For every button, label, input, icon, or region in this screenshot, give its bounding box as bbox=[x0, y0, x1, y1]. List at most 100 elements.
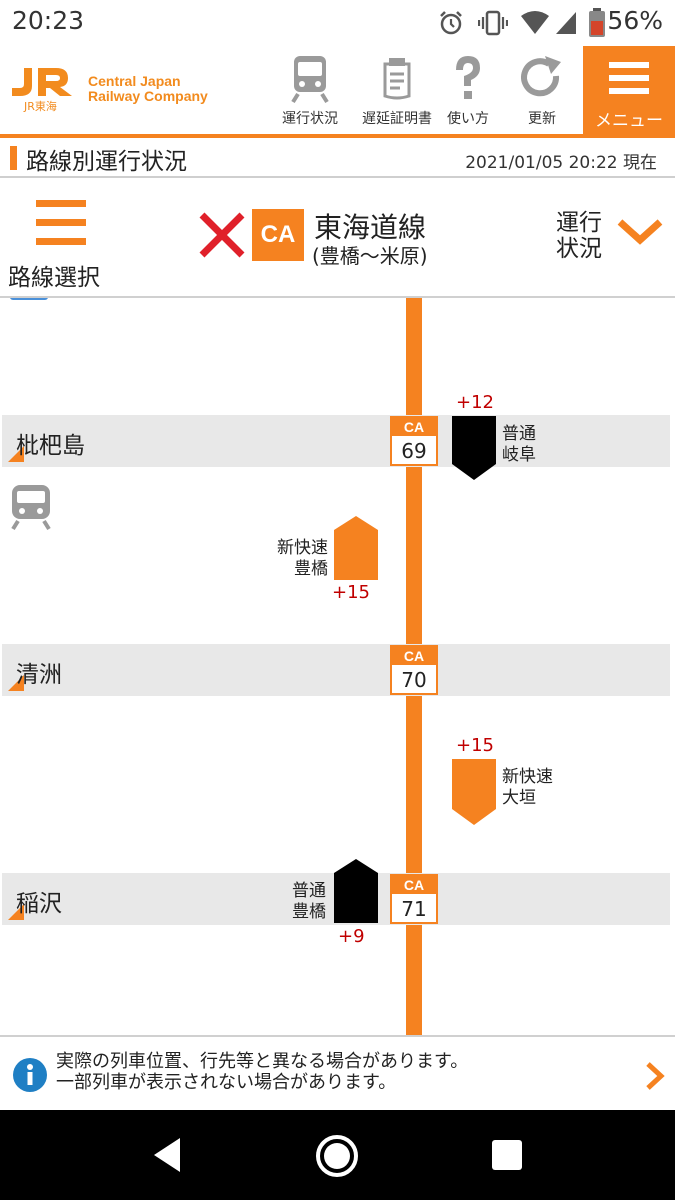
menu-button[interactable]: メニュー bbox=[583, 46, 675, 134]
vibrate-icon bbox=[478, 10, 508, 36]
station-number-badge: CA 70 bbox=[390, 645, 438, 695]
train-icon bbox=[291, 56, 329, 104]
train-marker-up bbox=[334, 516, 378, 580]
station-name: 枇杷島 bbox=[16, 433, 85, 459]
train-type: 新快速 bbox=[277, 538, 328, 558]
operation-status-label: 運行状況 bbox=[282, 111, 338, 127]
status-label-line2: 状況 bbox=[556, 236, 602, 262]
station-row-kiyosu[interactable] bbox=[2, 644, 670, 696]
station-name: 清洲 bbox=[16, 662, 62, 688]
alarm-icon bbox=[440, 11, 462, 35]
delay-minutes: +15 bbox=[332, 582, 370, 603]
jr-central-logo[interactable]: JR東海 bbox=[10, 64, 80, 113]
menu-label: メニュー bbox=[595, 111, 663, 131]
station-line-code: CA bbox=[392, 647, 436, 665]
refresh-button[interactable]: 更新 bbox=[504, 46, 580, 134]
info-icon bbox=[13, 1058, 47, 1092]
train-shinkaisoku-toyohashi[interactable]: 新快速 豊橋 +15 bbox=[262, 514, 382, 606]
help-button[interactable]: 使い方 bbox=[430, 46, 506, 134]
train-shinkaisoku-ogaki[interactable]: +15 新快速 大垣 bbox=[448, 735, 568, 831]
train-type: 新快速 bbox=[502, 767, 553, 787]
help-label: 使い方 bbox=[447, 111, 489, 127]
chevron-right-icon bbox=[646, 1062, 665, 1090]
company-name-line1: Central Japan bbox=[88, 73, 181, 89]
title-bar: 路線別運行状況 2021/01/05 20:22 現在 bbox=[0, 138, 675, 178]
station-row-biwajima[interactable] bbox=[2, 415, 670, 467]
train-destination: 豊橋 bbox=[294, 559, 328, 579]
chevron-down-icon bbox=[617, 219, 663, 245]
station-number: 70 bbox=[401, 668, 427, 692]
notice-text: 実際の列車位置、行先等と異なる場合があります。 一部列車が表示されない場合があり… bbox=[56, 1051, 468, 1093]
station-marker bbox=[8, 446, 24, 462]
clock: 20:23 bbox=[12, 6, 85, 35]
line-name: 東海道線 bbox=[314, 211, 427, 244]
train-futsu-gifu[interactable]: +12 普通 岐阜 bbox=[448, 390, 548, 486]
notice-line2: 一部列車が表示されない場合があります。 bbox=[56, 1072, 397, 1093]
train-marker-down bbox=[452, 416, 496, 480]
delay-minutes: +12 bbox=[456, 392, 494, 413]
delay-certificate-button[interactable]: 遅延証明書 bbox=[354, 46, 440, 134]
train-info: 新快速 豊橋 bbox=[266, 538, 328, 580]
train-destination: 大垣 bbox=[502, 788, 536, 808]
line-diagram[interactable]: 枇杷島 CA 69 清洲 CA 70 稲沢 CA 71 +12 普通 岐阜 bbox=[0, 298, 675, 1035]
partial-icon bbox=[10, 298, 48, 300]
question-icon bbox=[456, 56, 480, 99]
station-line-code: CA bbox=[392, 876, 436, 894]
train-marker-down bbox=[452, 759, 496, 825]
battery-icon bbox=[589, 8, 605, 37]
train-info: 普通 岐阜 bbox=[502, 424, 536, 466]
wifi-icon bbox=[521, 11, 549, 34]
train-type: 普通 bbox=[502, 424, 536, 444]
notice-line1: 実際の列車位置、行先等と異なる場合があります。 bbox=[56, 1051, 469, 1072]
train-info: 新快速 大垣 bbox=[502, 767, 553, 809]
station-name: 稲沢 bbox=[16, 891, 62, 917]
operation-status-dropdown[interactable]: 運行 状況 bbox=[552, 206, 670, 272]
delay-minutes: +9 bbox=[338, 926, 365, 947]
status-label-line1: 運行 bbox=[556, 210, 602, 236]
title-accent bbox=[10, 146, 17, 170]
station-number-badge: CA 71 bbox=[390, 874, 438, 924]
delay-certificate-label: 遅延証明書 bbox=[362, 111, 432, 127]
station-marker bbox=[8, 675, 24, 691]
route-select-button[interactable]: 路線選択 bbox=[8, 196, 118, 292]
logo-jr-tokai-text: JR東海 bbox=[24, 100, 57, 113]
train-marker-up bbox=[334, 859, 378, 923]
train-destination: 岐阜 bbox=[502, 445, 536, 465]
jr-logo-icon bbox=[12, 68, 72, 96]
refresh-label: 更新 bbox=[528, 111, 556, 127]
company-name-line2: Railway Company bbox=[88, 88, 208, 104]
page-title: 路線別運行状況 bbox=[26, 149, 187, 175]
update-timestamp: 2021/01/05 20:22 現在 bbox=[465, 153, 657, 173]
operation-status-button[interactable]: 運行状況 bbox=[272, 46, 348, 134]
line-selector-bar: 路線選択 CA 東海道線 (豊橋〜米原) 運行 状況 bbox=[0, 178, 675, 298]
suspended-x-icon bbox=[199, 212, 245, 258]
recents-icon[interactable] bbox=[490, 1138, 524, 1172]
certificate-icon bbox=[383, 58, 411, 100]
station-marker bbox=[8, 904, 24, 920]
delay-minutes: +15 bbox=[456, 735, 494, 756]
line-section: (豊橋〜米原) bbox=[312, 244, 428, 268]
route-select-label: 路線選択 bbox=[8, 265, 100, 291]
station-number: 69 bbox=[401, 439, 427, 463]
train-destination: 豊橋 bbox=[292, 902, 326, 922]
train-icon bbox=[11, 485, 51, 531]
hamburger-icon bbox=[609, 62, 649, 94]
back-icon[interactable] bbox=[150, 1136, 184, 1174]
station-number: 71 bbox=[401, 897, 427, 921]
train-type: 普通 bbox=[292, 881, 326, 901]
header-divider bbox=[0, 134, 675, 138]
train-futsu-toyohashi[interactable]: 普通 豊橋 +9 bbox=[276, 857, 382, 953]
status-dropdown-label: 運行 状況 bbox=[556, 210, 602, 262]
signal-icon bbox=[556, 12, 576, 34]
hamburger-icon bbox=[36, 200, 86, 245]
station-number-badge: CA 69 bbox=[390, 416, 438, 466]
station-line-code: CA bbox=[392, 418, 436, 436]
company-name: Central Japan Railway Company bbox=[88, 74, 208, 104]
home-icon[interactable] bbox=[314, 1133, 360, 1179]
android-nav-bar bbox=[0, 1110, 675, 1200]
notice-bar[interactable]: 実際の列車位置、行先等と異なる場合があります。 一部列車が表示されない場合があり… bbox=[0, 1035, 675, 1112]
status-bar: 20:23 56% bbox=[0, 0, 675, 46]
app-header: JR東海 Central Japan Railway Company 運行状況 … bbox=[0, 46, 675, 138]
battery-level: 56% bbox=[607, 6, 663, 35]
line-code-badge: CA bbox=[252, 209, 304, 261]
